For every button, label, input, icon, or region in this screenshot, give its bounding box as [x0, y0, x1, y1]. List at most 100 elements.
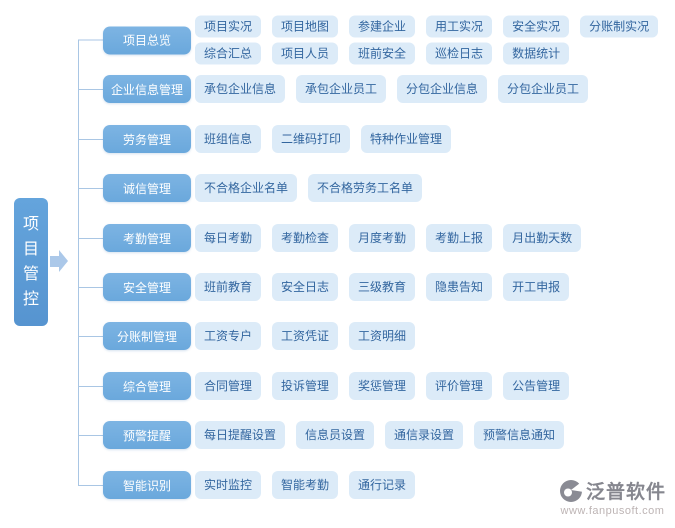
- category-items: 班组信息二维码打印特种作业管理: [195, 125, 452, 153]
- category-items: 班前教育安全日志三级教育隐患告知开工申报: [195, 273, 570, 301]
- feature-item[interactable]: 开工申报: [503, 273, 570, 301]
- item-row: 合同管理投诉管理奖惩管理评价管理公告管理: [195, 372, 570, 400]
- branch-line: [78, 237, 103, 239]
- feature-item[interactable]: 不合格企业名单: [195, 174, 298, 202]
- feature-item[interactable]: 预警信息通知: [474, 421, 565, 449]
- category-node[interactable]: 安全管理: [103, 273, 191, 301]
- category-row: 综合管理 合同管理投诉管理奖惩管理评价管理公告管理: [78, 372, 570, 400]
- feature-item[interactable]: 班前教育: [195, 273, 262, 301]
- category-items: 实时监控智能考勤通行记录: [195, 471, 416, 499]
- branch-line: [78, 484, 103, 486]
- root-node: 项目管控: [14, 198, 48, 326]
- item-row: 班组信息二维码打印特种作业管理: [195, 125, 452, 153]
- category-node[interactable]: 诚信管理: [103, 174, 191, 202]
- feature-item[interactable]: 智能考勤: [272, 471, 339, 499]
- category-label: 智能识别: [122, 478, 171, 493]
- feature-item[interactable]: 特种作业管理: [361, 125, 452, 153]
- feature-item[interactable]: 用工实况: [426, 15, 493, 38]
- feature-item[interactable]: 工资明细: [349, 322, 416, 350]
- feature-item[interactable]: 信息员设置: [296, 421, 375, 449]
- category-label: 诚信管理: [122, 181, 171, 196]
- branch-line: [78, 39, 103, 41]
- feature-item[interactable]: 巡检日志: [426, 42, 493, 65]
- feature-item[interactable]: 承包企业信息: [195, 75, 286, 103]
- category-label: 安全管理: [122, 280, 171, 295]
- category-node[interactable]: 考勤管理: [103, 224, 191, 252]
- feature-item[interactable]: 班前安全: [349, 42, 416, 65]
- feature-item[interactable]: 不合格劳务工名单: [308, 174, 423, 202]
- feature-item[interactable]: 隐患告知: [426, 273, 493, 301]
- feature-item[interactable]: 奖惩管理: [349, 372, 416, 400]
- feature-item[interactable]: 工资专户: [195, 322, 262, 350]
- category-node[interactable]: 智能识别: [103, 471, 191, 499]
- feature-item[interactable]: 数据统计: [503, 42, 570, 65]
- feature-item[interactable]: 三级教育: [349, 273, 416, 301]
- tree-trunk-line: [78, 40, 79, 485]
- feature-item[interactable]: 分包企业信息: [397, 75, 488, 103]
- category-row: 安全管理 班前教育安全日志三级教育隐患告知开工申报: [78, 273, 570, 301]
- category-node[interactable]: 企业信息管理: [103, 75, 191, 103]
- category-label: 企业信息管理: [110, 82, 183, 97]
- feature-item[interactable]: 月出勤天数: [503, 224, 582, 252]
- category-node[interactable]: 劳务管理: [103, 125, 191, 153]
- feature-item[interactable]: 实时监控: [195, 471, 262, 499]
- item-row: 实时监控智能考勤通行记录: [195, 471, 416, 499]
- vendor-logo-icon: [559, 479, 583, 503]
- category-label: 综合管理: [122, 379, 171, 394]
- category-node[interactable]: 分账制管理: [103, 322, 191, 350]
- item-row: 项目实况项目地图参建企业用工实况安全实况分账制实况: [195, 15, 659, 38]
- category-items: 工资专户工资凭证工资明细: [195, 322, 416, 350]
- category-items: 不合格企业名单不合格劳务工名单: [195, 174, 423, 202]
- item-row: 承包企业信息承包企业员工分包企业信息分包企业员工: [195, 75, 589, 103]
- category-row: 企业信息管理 承包企业信息承包企业员工分包企业信息分包企业员工: [78, 75, 589, 103]
- feature-item[interactable]: 分包企业员工: [498, 75, 589, 103]
- category-node[interactable]: 综合管理: [103, 372, 191, 400]
- feature-item[interactable]: 综合汇总: [195, 42, 262, 65]
- feature-item[interactable]: 考勤上报: [426, 224, 493, 252]
- category-items: 每日提醒设置信息员设置通信录设置预警信息通知: [195, 421, 565, 449]
- branch-line: [78, 88, 103, 90]
- category-row: 项目总览 项目实况项目地图参建企业用工实况安全实况分账制实况综合汇总项目人员班前…: [78, 15, 659, 65]
- category-items: 项目实况项目地图参建企业用工实况安全实况分账制实况综合汇总项目人员班前安全巡检日…: [195, 15, 659, 65]
- category-node[interactable]: 预警提醒: [103, 421, 191, 449]
- feature-item[interactable]: 项目地图: [272, 15, 339, 38]
- feature-item[interactable]: 分账制实况: [580, 15, 659, 38]
- feature-item[interactable]: 每日考勤: [195, 224, 262, 252]
- feature-item[interactable]: 工资凭证: [272, 322, 339, 350]
- branch-line: [78, 335, 103, 337]
- branch-line: [78, 286, 103, 288]
- category-row: 智能识别 实时监控智能考勤通行记录: [78, 471, 416, 499]
- item-row: 班前教育安全日志三级教育隐患告知开工申报: [195, 273, 570, 301]
- feature-item[interactable]: 班组信息: [195, 125, 262, 153]
- feature-item[interactable]: 参建企业: [349, 15, 416, 38]
- feature-item[interactable]: 项目实况: [195, 15, 262, 38]
- feature-item[interactable]: 项目人员: [272, 42, 339, 65]
- feature-item[interactable]: 安全日志: [272, 273, 339, 301]
- vendor-logo: 泛普软件 www.fanpusoft.com: [559, 477, 666, 517]
- vendor-url: www.fanpusoft.com: [560, 505, 665, 517]
- feature-item[interactable]: 承包企业员工: [296, 75, 387, 103]
- category-label: 项目总览: [122, 33, 171, 48]
- feature-item[interactable]: 二维码打印: [272, 125, 351, 153]
- category-row: 诚信管理 不合格企业名单不合格劳务工名单: [78, 174, 423, 202]
- category-items: 每日考勤考勤检查月度考勤考勤上报月出勤天数: [195, 224, 582, 252]
- feature-item[interactable]: 安全实况: [503, 15, 570, 38]
- item-row: 每日提醒设置信息员设置通信录设置预警信息通知: [195, 421, 565, 449]
- category-node[interactable]: 项目总览: [103, 26, 191, 54]
- category-row: 分账制管理 工资专户工资凭证工资明细: [78, 322, 416, 350]
- feature-item[interactable]: 公告管理: [503, 372, 570, 400]
- feature-item[interactable]: 考勤检查: [272, 224, 339, 252]
- item-row: 综合汇总项目人员班前安全巡检日志数据统计: [195, 42, 658, 65]
- feature-item[interactable]: 评价管理: [426, 372, 493, 400]
- feature-item[interactable]: 月度考勤: [349, 224, 416, 252]
- category-row: 劳务管理 班组信息二维码打印特种作业管理: [78, 125, 452, 153]
- feature-item[interactable]: 合同管理: [195, 372, 262, 400]
- category-label: 分账制管理: [116, 329, 177, 344]
- feature-item[interactable]: 通信录设置: [385, 421, 464, 449]
- feature-item[interactable]: 每日提醒设置: [195, 421, 286, 449]
- category-items: 承包企业信息承包企业员工分包企业信息分包企业员工: [195, 75, 589, 103]
- feature-item[interactable]: 通行记录: [349, 471, 416, 499]
- branch-line: [78, 138, 103, 140]
- feature-item[interactable]: 投诉管理: [272, 372, 339, 400]
